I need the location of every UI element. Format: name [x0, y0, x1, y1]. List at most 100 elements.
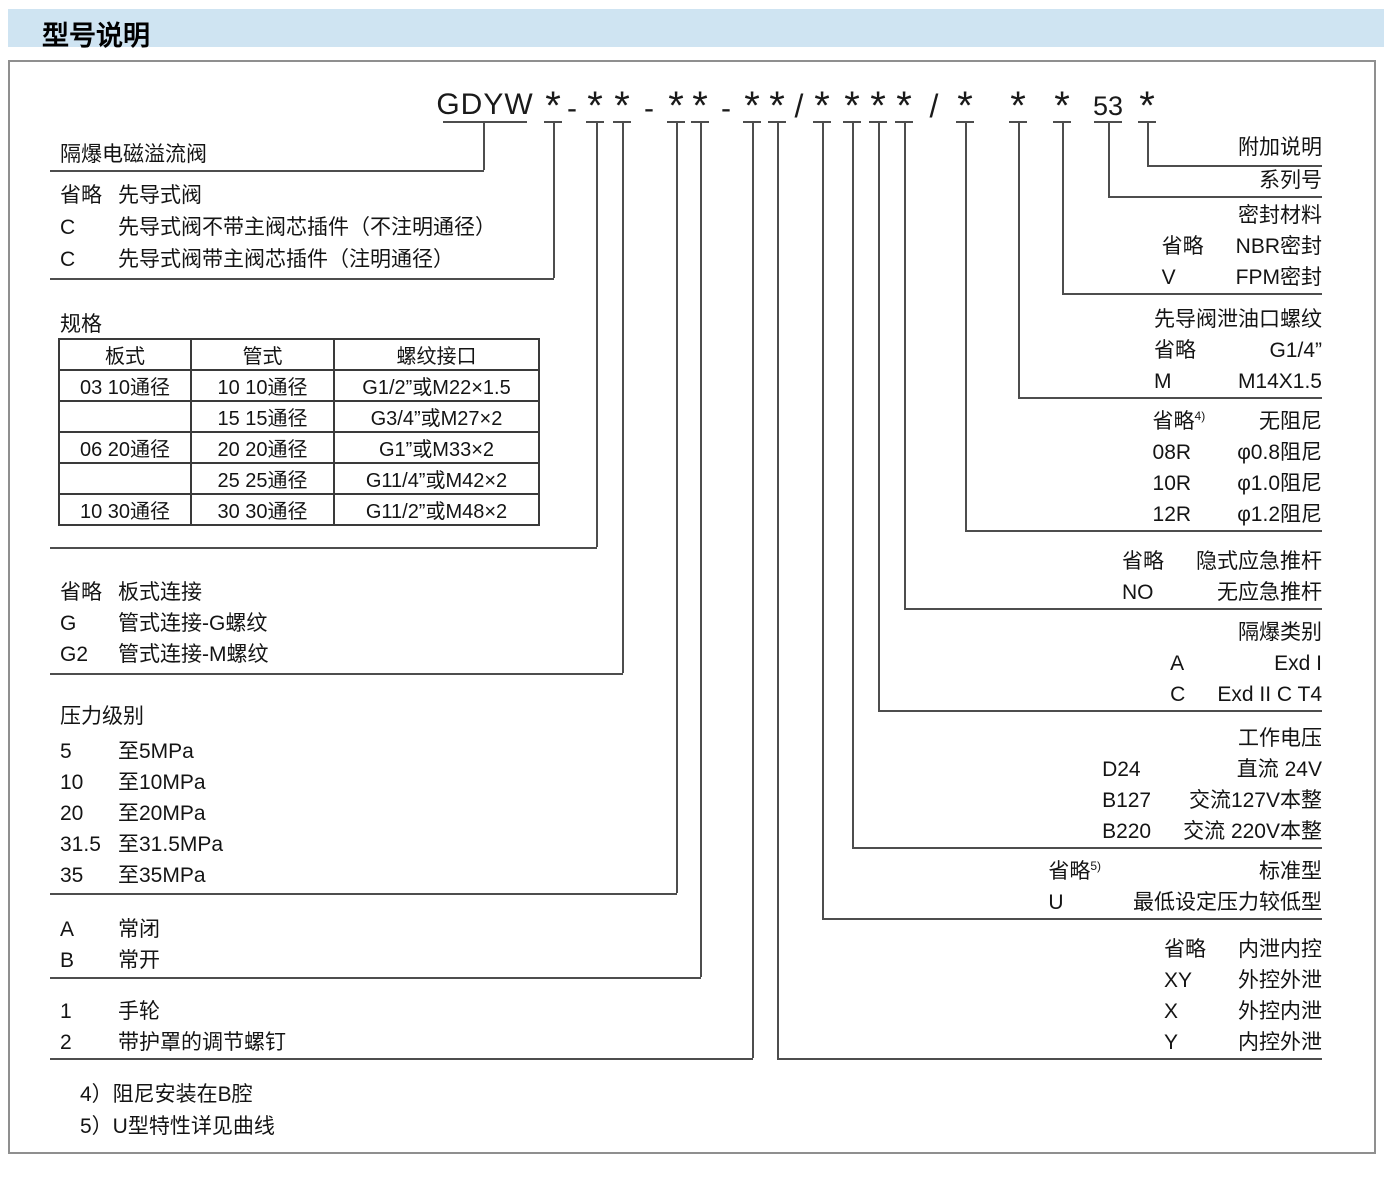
- connector-line: [676, 122, 678, 893]
- drain-thread-block: 先导阀泄油口螺纹 省略 G1/4” M M14X1.5: [1154, 304, 1322, 397]
- code-value: NO: [1122, 581, 1154, 604]
- connector-line: [752, 122, 754, 1058]
- control-mode-block: 省略 内泄内控 XY 外控外泄 X 外控内泄 Y 内控外泄: [1164, 934, 1322, 1058]
- table-cell: 03 10通径: [58, 369, 192, 402]
- code-desc: φ1.2阻尼: [1237, 503, 1322, 526]
- connector-line: [596, 122, 598, 547]
- table-header-row: 板式 管式 螺纹接口: [58, 338, 540, 371]
- connector-line: [852, 847, 1322, 849]
- table-cell: 25 25通径: [190, 462, 335, 495]
- code-desc: 手轮: [118, 1000, 160, 1023]
- code-desc: 常开: [118, 949, 160, 972]
- code-value: V: [1161, 266, 1176, 289]
- connector-line: [822, 122, 824, 918]
- table-cell: G1”或M33×2: [333, 431, 540, 464]
- code-desc: Exd II C T4: [1217, 683, 1322, 706]
- code-value: 12R: [1152, 503, 1192, 526]
- code-desc: 无阻尼: [1259, 410, 1322, 433]
- connection-type-block: 省略 板式连接 G 管式连接-G螺纹 G2 管式连接-M螺纹: [60, 577, 269, 670]
- table-cell: [58, 462, 192, 495]
- model-code-prefix: GDYW: [436, 88, 534, 121]
- block-title: 工作电压: [1238, 727, 1322, 750]
- code-desc: 先导式阀不带主阀芯插件（不注明通径）: [118, 216, 496, 239]
- table-row: 03 10通径 10 10通径 G1/2”或M22×1.5: [58, 369, 540, 402]
- code-desc: 管式连接-M螺纹: [118, 643, 269, 666]
- code-desc: 先导式阀带主阀芯插件（注明通径）: [118, 248, 454, 271]
- table-cell: G1/2”或M22×1.5: [333, 369, 540, 402]
- additional-note-block: 附加说明: [1238, 132, 1322, 163]
- u-type-block: 省略5) 标准型 U 最低设定压力较低型: [1048, 856, 1322, 918]
- valve-state-block: A 常闭 B 常开: [60, 914, 160, 976]
- code-desc: 隐式应急推杆: [1196, 550, 1322, 573]
- code-value: G2: [60, 643, 89, 666]
- code-desc: 至31.5MPa: [118, 833, 224, 856]
- connector-line: [1147, 122, 1149, 165]
- code-value: 08R: [1152, 441, 1192, 464]
- code-value: C: [60, 248, 76, 271]
- connector-line: [50, 547, 597, 549]
- code-desc: 常闭: [118, 918, 160, 941]
- voltage-block: 工作电压 D24 直流 24V B127 交流127V本整 B220 交流 22…: [1102, 723, 1322, 847]
- code-value: 31.5: [60, 833, 101, 856]
- code-value: 省略: [60, 581, 102, 604]
- code-value: 10: [60, 771, 84, 794]
- model-code-slash: /: [929, 88, 939, 124]
- code-desc: 标准型: [1259, 860, 1322, 883]
- connector-line: [1108, 122, 1110, 196]
- code-value: A: [60, 918, 75, 941]
- code-value: 35: [60, 864, 84, 887]
- damping-block: 省略4) 无阻尼 08R φ0.8阻尼 10R φ1.0阻尼 12R φ1.2阻…: [1153, 406, 1322, 530]
- code-desc: 先导式阀: [118, 184, 202, 207]
- code-value: B127: [1102, 789, 1152, 812]
- footnote-marker: 4): [1194, 409, 1206, 423]
- model-code-star: *: [614, 84, 630, 128]
- label: 附加说明: [1238, 136, 1322, 159]
- model-code-star: *: [870, 84, 886, 128]
- code-underline: [586, 121, 604, 123]
- code-desc: NBR密封: [1235, 235, 1322, 258]
- code-value: Y: [1164, 1031, 1179, 1054]
- table-cell: [58, 400, 192, 433]
- model-code-star: *: [844, 84, 860, 128]
- seal-material-block: 密封材料 省略 NBR密封 V FPM密封: [1162, 200, 1322, 293]
- connector-line: [1062, 293, 1322, 295]
- code-value: 省略4): [1153, 406, 1206, 437]
- connector-line: [878, 122, 880, 710]
- connector-line: [50, 893, 677, 895]
- code-value: 省略: [1161, 235, 1204, 258]
- model-code-star: *: [545, 84, 561, 128]
- code-value: D24: [1102, 758, 1141, 781]
- code-value: 20: [60, 802, 84, 825]
- model-code-dash: -: [721, 92, 731, 125]
- spec-table: 板式 管式 螺纹接口 03 10通径 10 10通径 G1/2”或M22×1.5…: [58, 338, 540, 526]
- table-cell: 30 30通径: [190, 493, 335, 526]
- model-code-star: *: [587, 84, 603, 128]
- code-desc: 交流127V本整: [1188, 789, 1322, 812]
- table-row: 06 20通径 20 20通径 G1”或M33×2: [58, 431, 540, 464]
- model-code-dash: -: [567, 92, 577, 125]
- code-value: 省略: [1164, 938, 1206, 961]
- table-row: 15 15通径 G3/4”或M27×2: [58, 400, 540, 433]
- table-row: 10 30通径 30 30通径 G11/2”或M48×2: [58, 493, 540, 526]
- code-desc: 最低设定压力较低型: [1133, 891, 1322, 914]
- model-code-star: *: [769, 84, 785, 128]
- column-header: 板式: [58, 338, 192, 371]
- code-value: 省略: [1154, 339, 1196, 362]
- connector-line: [1147, 165, 1322, 167]
- footnote: 4）阻尼安装在B腔: [80, 1083, 253, 1106]
- connector-line: [483, 122, 485, 170]
- code-value: C: [60, 216, 76, 239]
- connector-line: [50, 673, 623, 675]
- block-title: 密封材料: [1238, 204, 1322, 227]
- model-code-star: *: [896, 84, 912, 128]
- block-title: 隔爆类别: [1238, 621, 1322, 644]
- section-header-bar: 型号说明: [8, 9, 1384, 51]
- table-cell: G11/2”或M48×2: [333, 493, 540, 526]
- table-cell: 10 10通径: [190, 369, 335, 402]
- code-desc: 内泄内控: [1238, 938, 1322, 961]
- column-header: 管式: [190, 338, 335, 371]
- spec-title: 规格: [60, 313, 102, 336]
- table-row: 25 25通径 G11/4”或M42×2: [58, 462, 540, 495]
- pilot-type-block: 省略 先导式阀 C 先导式阀不带主阀芯插件（不注明通径） C 先导式阀带主阀芯插…: [60, 180, 496, 276]
- code-desc: 交流 220V本整: [1183, 820, 1322, 843]
